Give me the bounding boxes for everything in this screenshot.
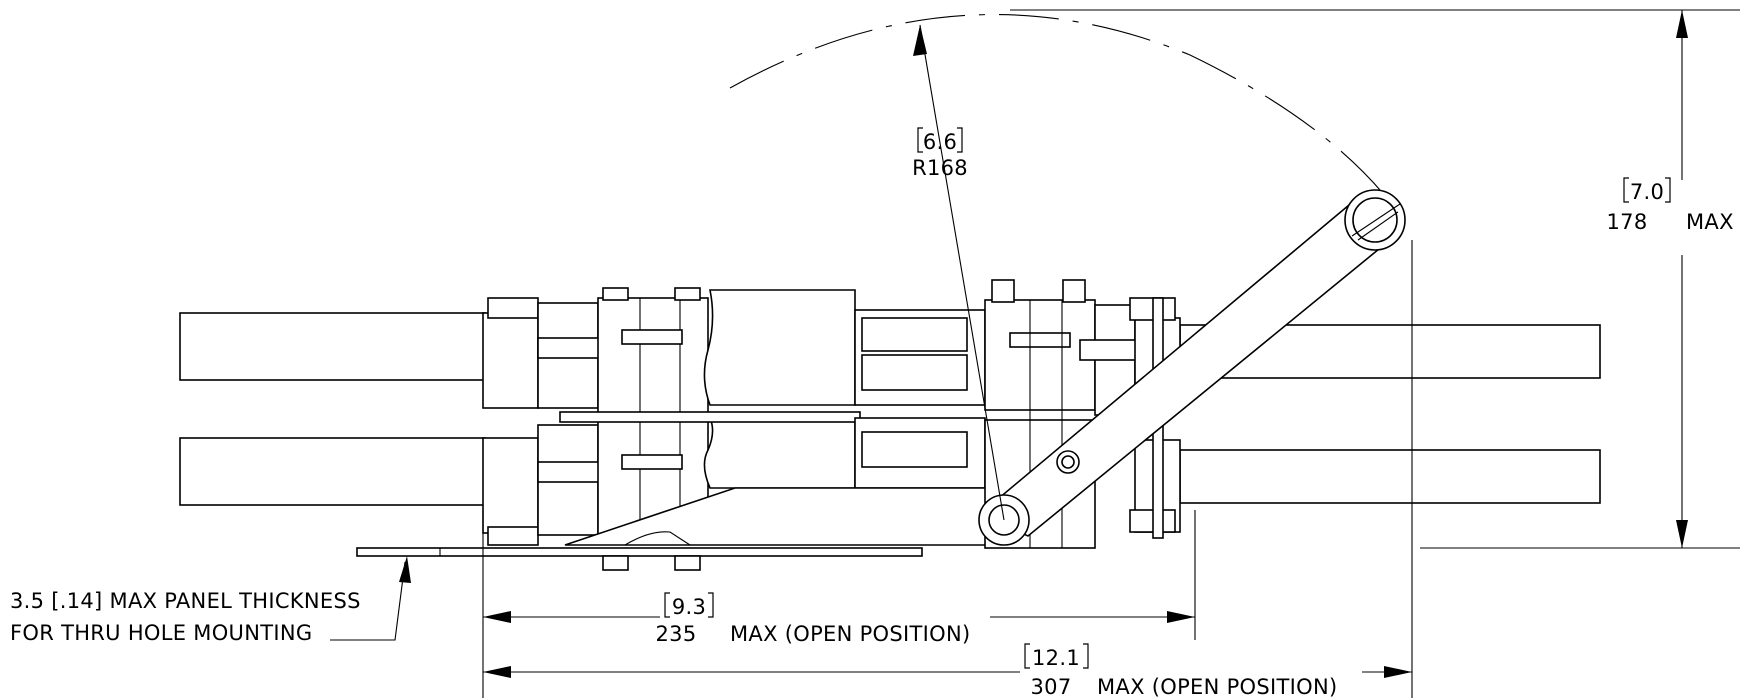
left-cable-upper <box>179 312 486 381</box>
height-mm-label: 178 <box>1607 210 1648 234</box>
radius-dimension <box>913 24 1005 521</box>
overall-open-suffix-label: MAX (OPEN POSITION) <box>1097 675 1337 698</box>
overall-open-inch-label: 12.1 <box>1032 646 1080 670</box>
width-open-suffix-label: MAX (OPEN POSITION) <box>730 622 970 646</box>
panel-plate <box>356 547 923 557</box>
overall-open-dimension <box>483 666 1412 678</box>
height-inch-label: 7.0 <box>1630 180 1664 204</box>
center-block <box>559 289 1041 546</box>
panel-note-line2: FOR THRU HOLE MOUNTING <box>10 621 312 645</box>
height-suffix-label: MAX <box>1686 210 1734 234</box>
width-open-inch-label: 9.3 <box>672 595 706 619</box>
swing-arc <box>729 13 1401 216</box>
height-dimension <box>1010 9 1740 549</box>
panel-leader <box>330 556 411 641</box>
left-cable-lower <box>179 437 486 506</box>
right-cable-lower <box>1179 449 1601 504</box>
width-open-dimension <box>483 611 1195 623</box>
radius-mm-label: R168 <box>912 156 968 180</box>
overall-open-mm-label: 307 <box>1031 675 1072 698</box>
width-open-mm-label: 235 <box>656 622 697 646</box>
panel-note-line1: 3.5 [.14] MAX PANEL THICKNESS <box>10 589 361 613</box>
radius-inch-label: 6.6 <box>923 130 957 154</box>
